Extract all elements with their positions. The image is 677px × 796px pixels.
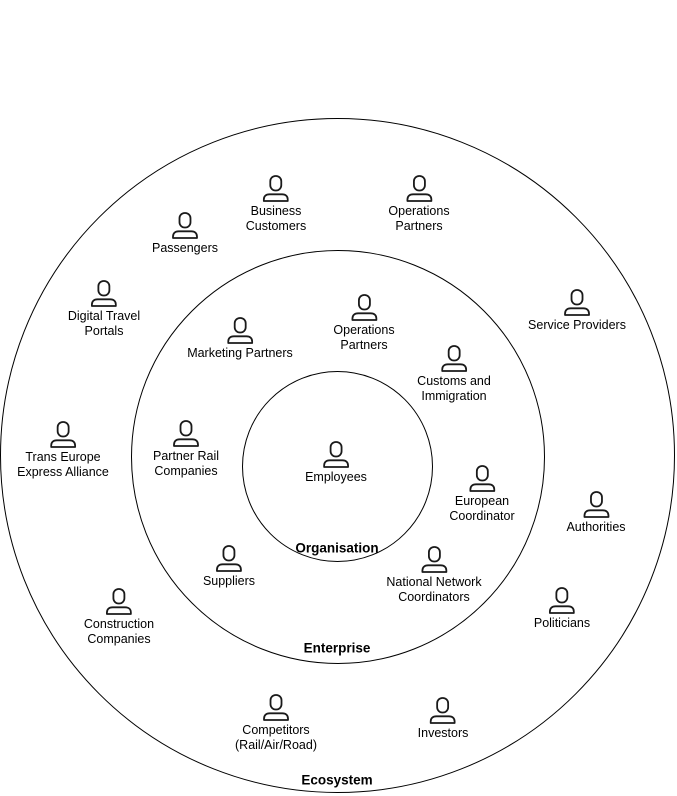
person-icon [216, 545, 242, 572]
person-icon [323, 441, 349, 468]
person-icon [469, 465, 495, 492]
actor-label: Investors [417, 726, 469, 740]
person-icon [91, 280, 117, 307]
actor-suppliers: Suppliers [203, 545, 255, 589]
person-icon [173, 420, 199, 447]
person-icon [50, 421, 76, 448]
actor-label: Marketing Partners [187, 346, 293, 360]
actor-marketing-partners: Marketing Partners [187, 317, 293, 361]
actor-passengers: Passengers [152, 212, 218, 256]
actor-label: Competitors(Rail/Air/Road) [235, 723, 317, 752]
actor-competitors-rail-air-road: Competitors(Rail/Air/Road) [235, 694, 317, 753]
person-icon [263, 175, 289, 202]
person-icon [441, 345, 467, 372]
actor-authorities: Authorities [566, 491, 626, 535]
person-icon [106, 588, 132, 615]
person-icon [421, 546, 447, 573]
actor-service-providers: Service Providers [528, 289, 626, 333]
person-icon [583, 491, 609, 518]
person-icon [430, 697, 456, 724]
actor-label: Authorities [566, 520, 626, 534]
person-icon [406, 175, 432, 202]
actor-label: Employees [305, 470, 367, 484]
person-icon [564, 289, 590, 316]
person-icon [227, 317, 253, 344]
person-icon [351, 294, 377, 321]
person-icon [263, 694, 289, 721]
actor-politicians: Politicians [534, 587, 590, 631]
actor-label: Passengers [151, 241, 219, 255]
actor-label: Politicians [533, 616, 591, 630]
actor-label: Suppliers [202, 574, 256, 588]
ring-ecosystem [0, 118, 675, 793]
ring-label-organisation: Organisation [295, 540, 379, 556]
ring-organisation [242, 371, 433, 562]
actor-employees: Employees [305, 441, 367, 485]
actor-label: Service Providers [528, 318, 626, 332]
ring-label-ecosystem: Ecosystem [301, 772, 373, 788]
ring-label-enterprise: Enterprise [303, 640, 371, 656]
ring-enterprise [130, 250, 545, 664]
person-icon [172, 212, 198, 239]
actor-investors: Investors [417, 697, 469, 741]
person-icon [549, 587, 575, 614]
